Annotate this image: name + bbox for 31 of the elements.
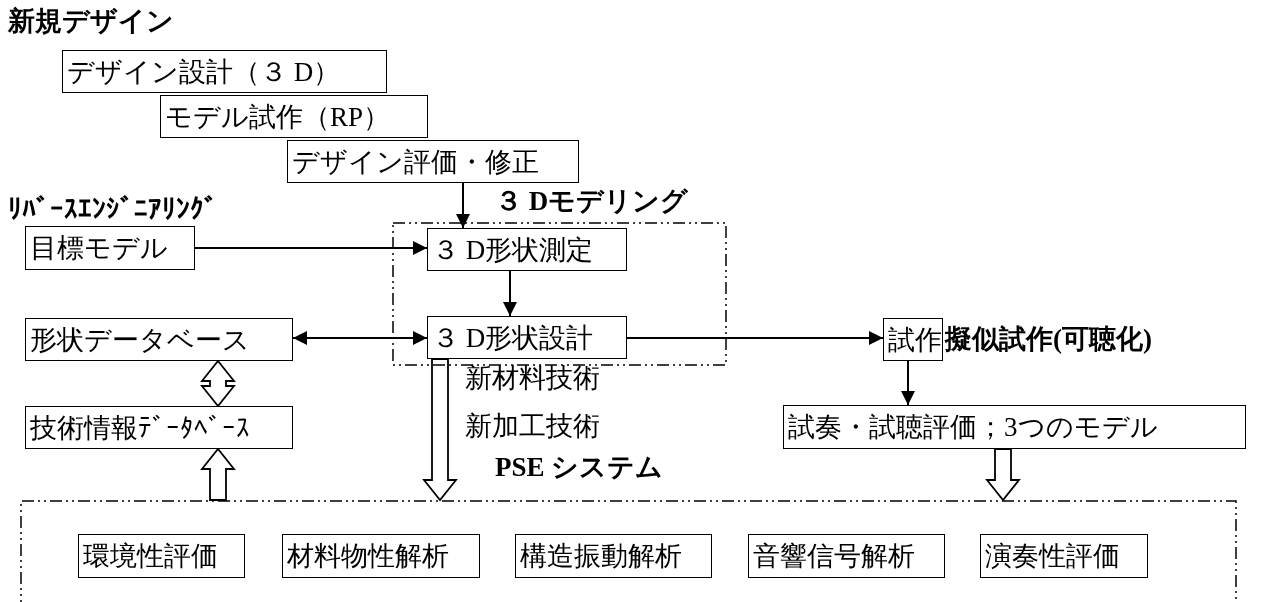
arrow [626, 331, 884, 345]
arrow [456, 182, 470, 229]
note-text: 新加工技術 [465, 413, 600, 440]
process-box: 音響信号解析 [748, 534, 945, 578]
process-box: 環境性評価 [78, 534, 245, 578]
process-box: 試作 [883, 318, 943, 361]
arrow [194, 241, 428, 255]
process-box: モデル試作（RP） [160, 95, 428, 138]
hollow-arrow [200, 359, 236, 408]
process-box: 試奏・試聴評価；3つのモデル [783, 405, 1246, 449]
process-box: 演奏性評価 [980, 534, 1148, 578]
group-heading: PSE システム [495, 454, 664, 481]
process-box: 形状データベース [25, 318, 293, 361]
section-heading: ﾘﾊﾞｰｽｴﾝｼﾞﾆｱﾘﾝｸﾞ [8, 196, 218, 223]
beside-label: 擬似試作(可聴化) [945, 326, 1152, 353]
arrow [292, 331, 428, 345]
process-box: デザイン評価・修正 [287, 140, 579, 183]
process-box: 技術情報ﾃﾞｰﾀﾍﾞｰｽ [25, 406, 293, 449]
hollow-arrow [200, 447, 236, 501]
process-box: デザイン設計（３ D） [62, 50, 387, 93]
process-box: 目標モデル [25, 226, 195, 270]
hollow-arrow [422, 358, 458, 502]
group-heading: ３ Dモデリング [495, 188, 689, 215]
arrow [503, 270, 517, 317]
process-box: ３ D形状設計 [427, 316, 627, 359]
process-box: 構造振動解析 [515, 534, 712, 578]
hollow-arrow [985, 448, 1021, 502]
section-heading: 新規デザイン [8, 8, 174, 35]
process-box: ３ D形状測定 [427, 228, 627, 271]
process-box: 材料物性解析 [282, 534, 480, 578]
arrow [901, 360, 915, 406]
